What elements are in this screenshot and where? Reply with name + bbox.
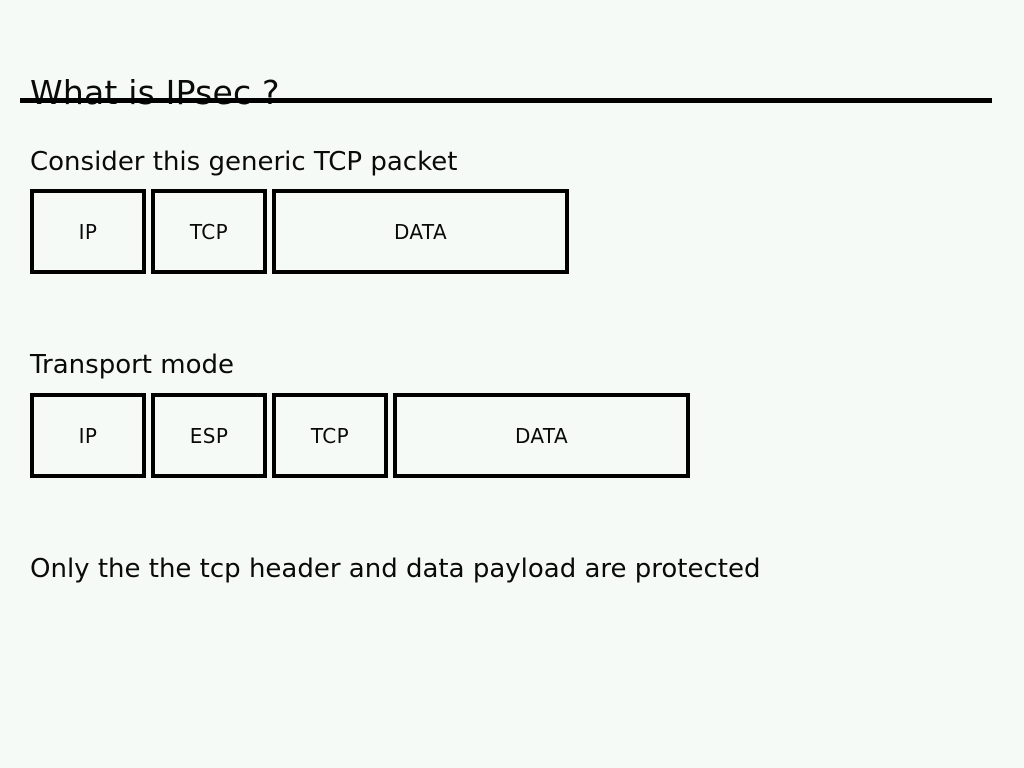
generic-packet-caption: Consider this generic TCP packet (30, 147, 458, 177)
packet-field-label: IP (78, 423, 98, 448)
transport-mode-caption: Transport mode (30, 350, 235, 380)
packet-field-ip: IP (30, 189, 146, 274)
transport-mode-packet-diagram: IP ESP TCP DATA (30, 393, 690, 478)
protection-note: Only the the tcp header and data payload… (30, 554, 761, 584)
title-underline-rule (20, 98, 992, 103)
page-title: What is IPsec ? (30, 73, 280, 113)
packet-field-label: DATA (514, 423, 569, 448)
packet-field-label: DATA (393, 219, 448, 244)
packet-field-label: TCP (310, 423, 350, 448)
packet-field-label: ESP (189, 423, 229, 448)
packet-field-label: IP (78, 219, 98, 244)
packet-field-ip: IP (30, 393, 146, 478)
packet-field-data: DATA (272, 189, 569, 274)
packet-field-data: DATA (393, 393, 690, 478)
generic-packet-diagram: IP TCP DATA (30, 189, 569, 274)
packet-field-tcp: TCP (272, 393, 388, 478)
packet-field-label: TCP (189, 219, 229, 244)
packet-field-esp: ESP (151, 393, 267, 478)
packet-field-tcp: TCP (151, 189, 267, 274)
